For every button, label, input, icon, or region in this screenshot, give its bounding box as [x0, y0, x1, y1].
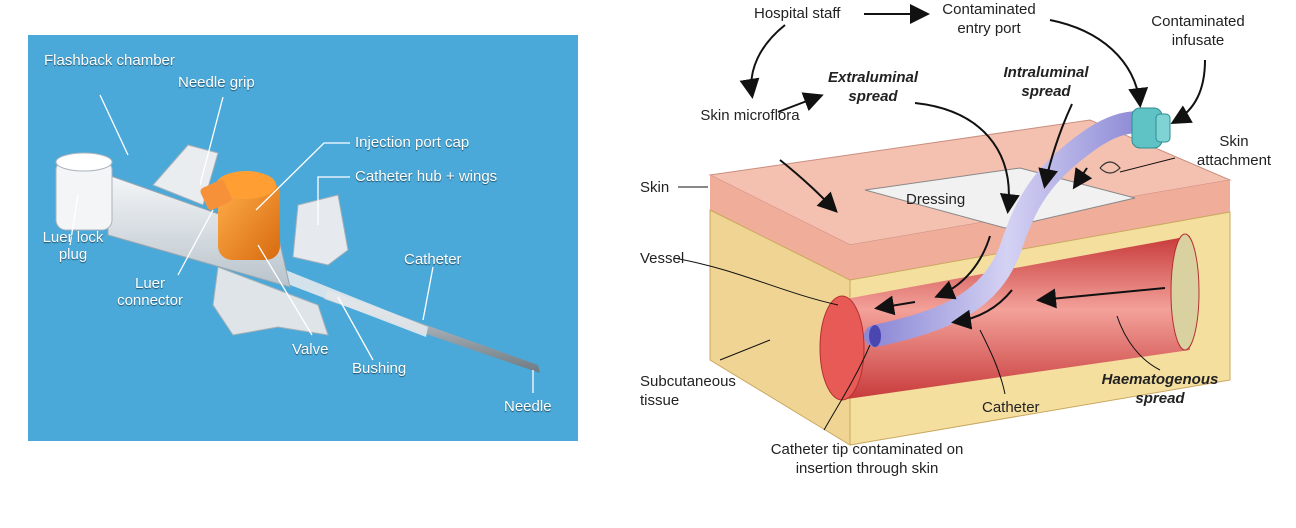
arrow-lumen-1 [1072, 167, 1093, 190]
label-catheter: Catheter [404, 251, 462, 268]
label-haematogenous-spread: Haematogenous spread [1101, 371, 1219, 407]
label-extraluminal-spread: Extraluminal spread [827, 69, 919, 105]
label-catheter-right: Catheter [982, 399, 1040, 416]
label-injection-port-cap: Injection port cap [355, 134, 470, 151]
arrow-infusate-to-hub [1170, 59, 1206, 124]
infection-routes-diagram: Hospital staff Contaminated entry port C… [620, 0, 1296, 528]
arrow-intraluminal-down [1038, 103, 1073, 189]
label-subcutaneous-tissue: Subcutaneous tissue [640, 373, 736, 409]
arrow-microflora-to-skin [779, 159, 838, 213]
cannula-photo: Flashback chamber Needle grip Injection … [28, 35, 578, 441]
arrow-extraluminal-down [914, 102, 1020, 214]
arrow-staff-to-skin [739, 24, 786, 99]
vessel-opening-left [819, 295, 865, 401]
label-contaminated-entry-port: Contaminated entry port [942, 1, 1036, 37]
label-luer-lock-plug: Luer lock plug [42, 229, 104, 263]
label-contaminated-infusate: Contaminated infusate [1151, 13, 1245, 49]
arrow-haematogenous [1036, 287, 1166, 309]
label-needle-grip: Needle grip [178, 74, 255, 91]
label-catheter-hub-wings: Catheter hub + wings [355, 168, 498, 185]
arrow-extraluminal-2 [934, 235, 991, 300]
label-skin-attachment: Skin attachment [1196, 133, 1272, 169]
label-hospital-staff: Hospital staff [754, 5, 841, 22]
label-catheter-tip-contaminated: Catheter tip contaminated on insertion t… [770, 441, 964, 477]
vessel [840, 236, 1190, 400]
label-vessel: Vessel [640, 250, 685, 267]
arrow-lumen-2 [951, 289, 1013, 330]
label-skin-microflora: Skin microflora [700, 107, 800, 124]
label-valve: Valve [292, 341, 329, 358]
label-skin: Skin [640, 179, 670, 196]
catheter-tube [864, 111, 1151, 347]
upper-wing [292, 194, 349, 266]
tissue-illustration [673, 4, 1232, 446]
label-needle: Needle [504, 398, 552, 415]
arrow-entry-to-hub [1049, 19, 1149, 108]
label-flashback-chamber: Flashback chamber [44, 52, 175, 69]
skin-front [710, 175, 850, 280]
label-dressing: Dressing [906, 191, 966, 208]
label-intraluminal-spread: Intraluminal spread [1003, 64, 1089, 100]
arrow-microflora-to-extraluminal [777, 92, 824, 113]
arrow-vessel-flow [874, 295, 916, 316]
label-bushing: Bushing [352, 360, 407, 377]
label-luer-connector: Luer connector [117, 275, 183, 309]
